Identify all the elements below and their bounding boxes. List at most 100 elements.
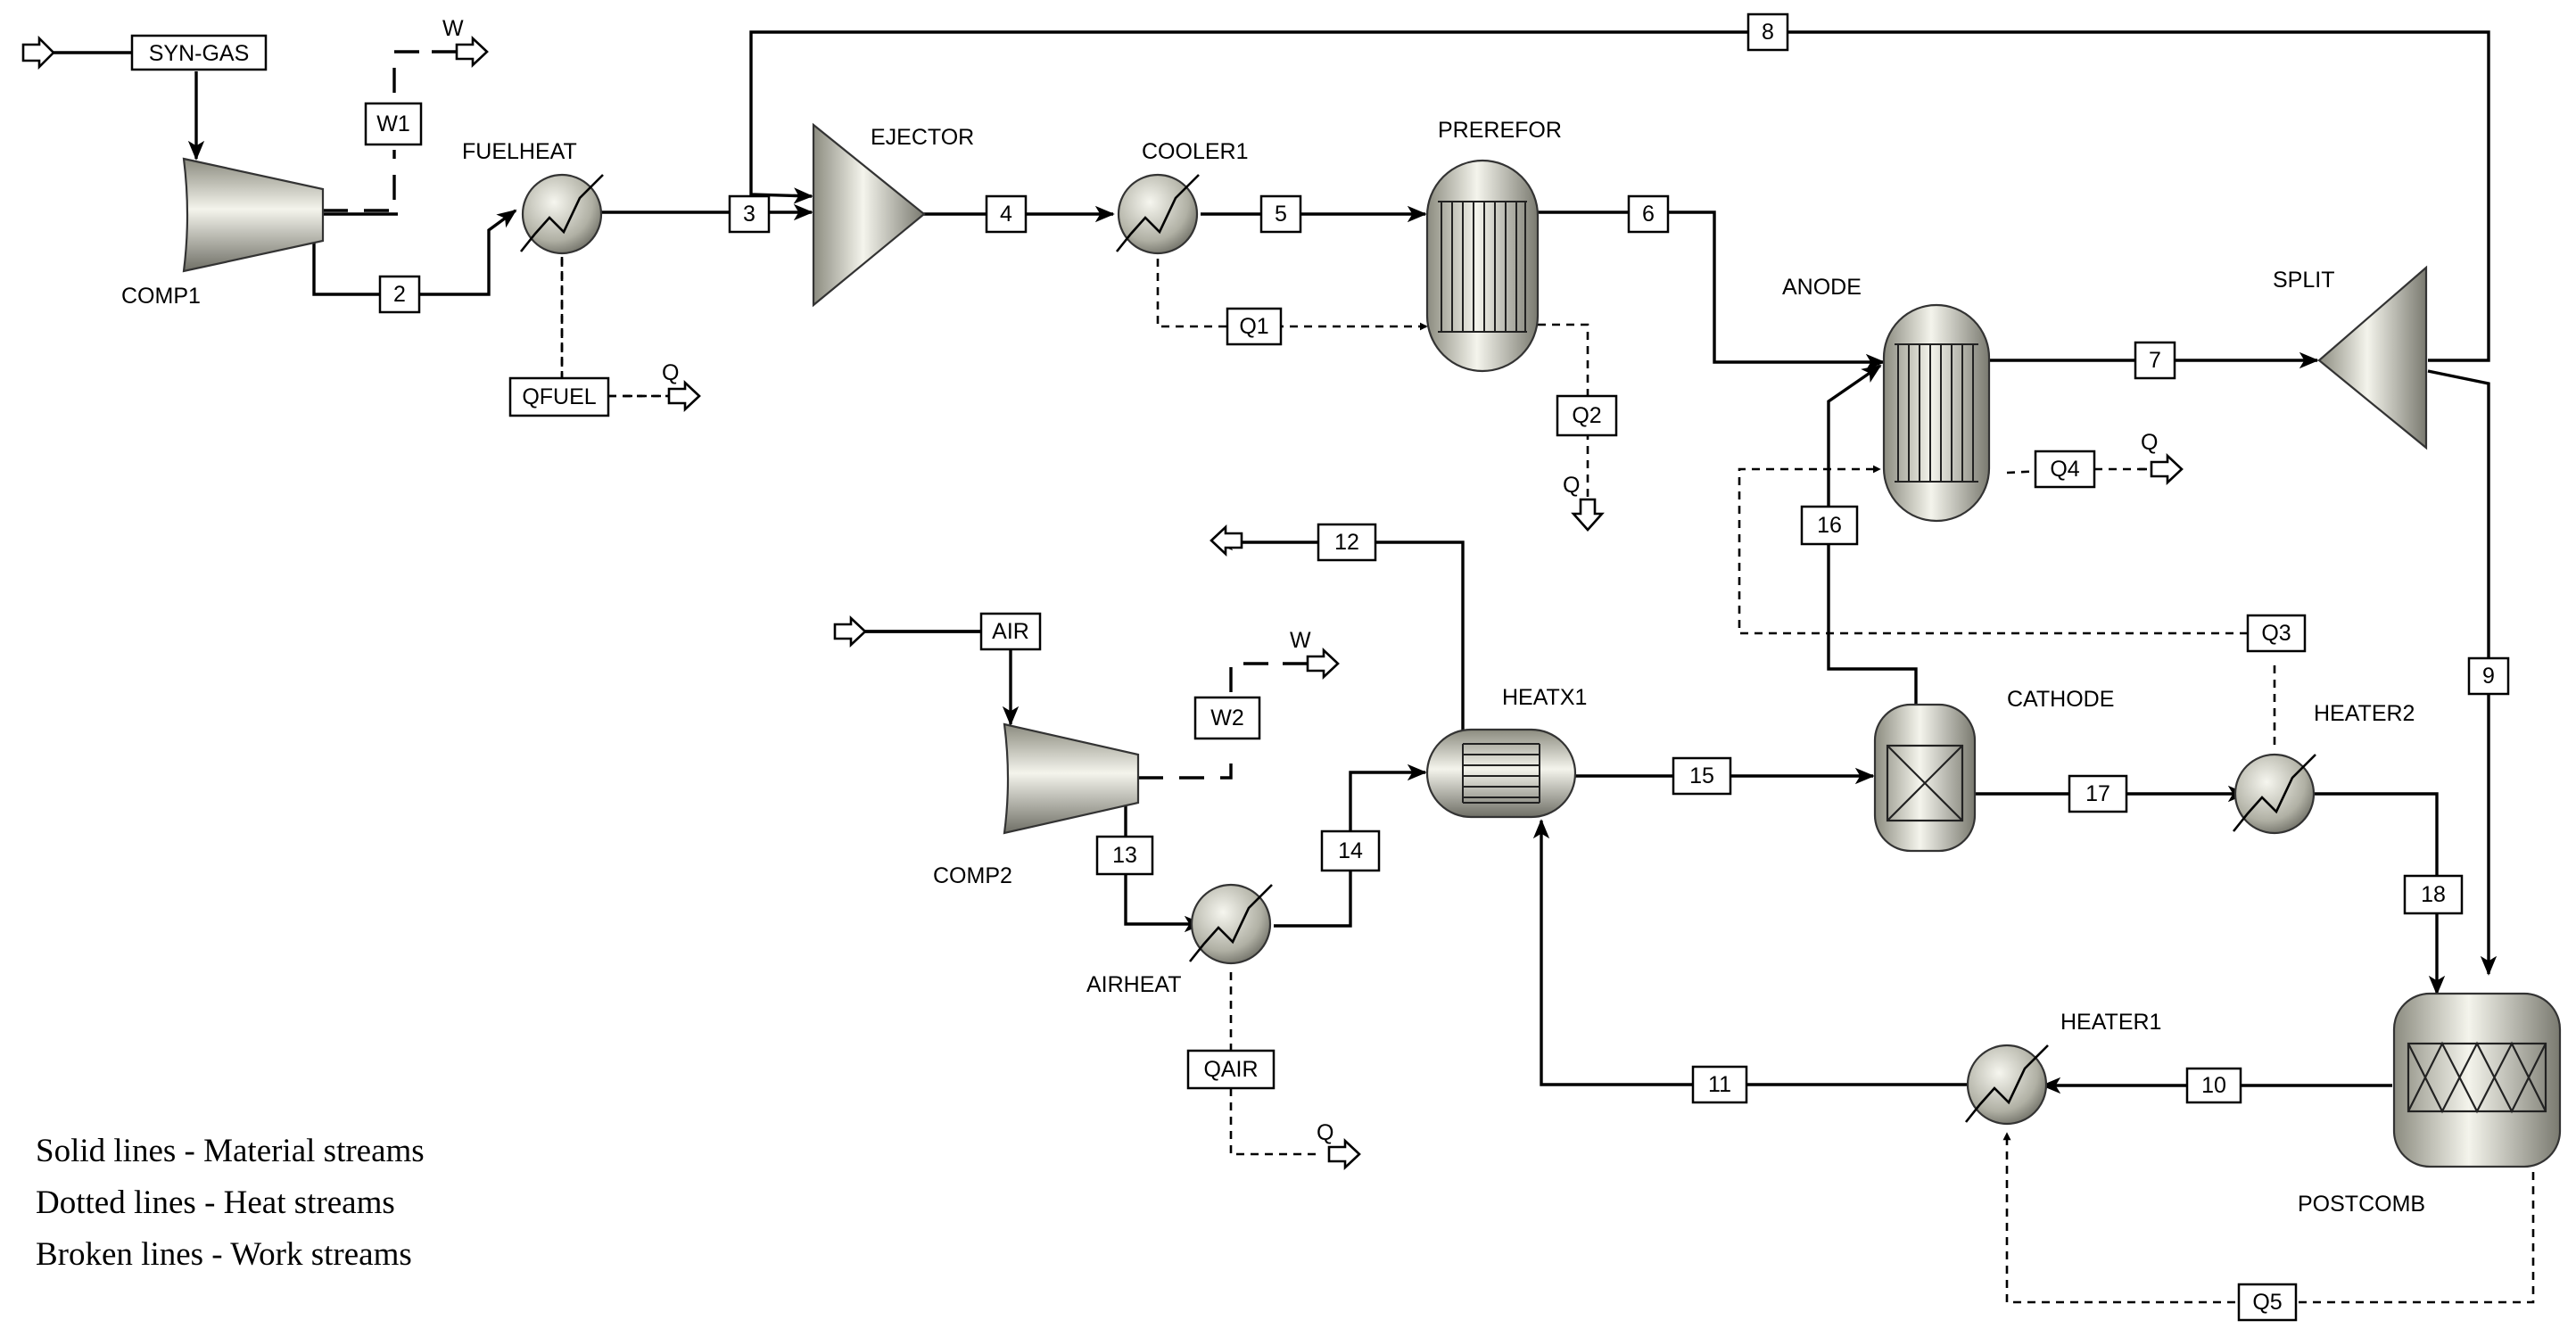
label-comp1: COMP1 [121,284,201,309]
stream-tag-15[interactable]: 15 [1672,756,1732,796]
airheat-heater[interactable] [1188,883,1273,965]
svg-text:QFUEL: QFUEL [522,384,596,409]
feed-box-air[interactable]: AIR [979,612,1042,651]
cathode-reactor[interactable] [1873,703,1977,853]
svg-text:17: 17 [2085,781,2110,806]
heat-tag-q5[interactable]: Q5 [2237,1283,2298,1322]
terminal-arrows [21,35,2184,1171]
stream-tag-6[interactable]: 6 [1627,194,1670,234]
syngas-inlet-arrow [21,35,55,70]
fuelheat-heater[interactable] [519,173,604,255]
label-cooler1: COOLER1 [1142,139,1248,164]
svg-text:SYN-GAS: SYN-GAS [149,41,250,66]
heat-tag-q3[interactable]: Q3 [2246,614,2307,653]
comp1-compressor[interactable] [182,157,325,273]
stream-tag-17[interactable]: 17 [2068,774,2128,813]
svg-text:QAIR: QAIR [1203,1057,1258,1082]
svg-text:Q2: Q2 [1572,403,1601,428]
heat-tag-q2[interactable]: Q2 [1556,394,1618,437]
w1-outlet-arrow [455,35,489,69]
svg-text:18: 18 [2421,882,2446,907]
svg-text:Q4: Q4 [2050,457,2079,482]
label-heater1: HEATER1 [2060,1010,2161,1035]
heatx1-exchanger[interactable] [1425,728,1577,819]
svg-text:10: 10 [2201,1073,2226,1098]
split-unit[interactable] [2317,265,2428,450]
svg-text:6: 6 [1642,202,1655,227]
svg-text:Q3: Q3 [2261,621,2291,646]
line-type-legend: Solid lines - Material streams Dotted li… [36,1126,425,1281]
feed-box-syngas[interactable]: SYN-GAS [130,34,268,71]
svg-text:AIR: AIR [992,619,1029,644]
stream-tag-16[interactable]: 16 [1800,505,1859,546]
svg-text:15: 15 [1689,763,1714,788]
work-tag-w1[interactable]: W1 [364,102,423,146]
stream-tag-10[interactable]: 10 [2185,1067,2242,1104]
legend-solid: Solid lines - Material streams [36,1133,425,1169]
svg-text:2: 2 [393,282,406,307]
stream-tag-8[interactable]: 8 [1746,12,1789,52]
label-ejector: EJECTOR [871,125,974,150]
svg-text:W2: W2 [1210,706,1244,730]
stream-tag-11[interactable]: 11 [1691,1065,1748,1104]
ejector-unit[interactable] [812,122,926,308]
qfuel-outlet-arrow [667,379,701,413]
outlet-label-w1: W [442,16,464,41]
work-tag-w2[interactable]: W2 [1193,696,1261,740]
stream-tag-18[interactable]: 18 [2403,874,2464,915]
label-heatx1: HEATX1 [1502,685,1587,710]
work-stream-lines [323,50,1283,780]
w2-outlet-arrow [1306,647,1340,681]
outlet-label-q4: Q [2141,430,2158,455]
air-inlet-arrow [833,615,867,648]
stream-tag-5[interactable]: 5 [1259,194,1302,234]
svg-text:Q1: Q1 [1239,314,1268,339]
svg-text:8: 8 [1762,20,1774,45]
anode-reactor[interactable] [1882,303,1991,523]
label-postcomb: POSTCOMB [2298,1192,2425,1217]
label-prerefor: PREREFOR [1438,118,1562,143]
heat-tag-qfuel[interactable]: QFUEL [508,376,610,417]
stream-tag-14[interactable]: 14 [1320,829,1381,872]
svg-text:9: 9 [2482,664,2495,689]
cooler1-heater[interactable] [1115,173,1200,255]
svg-text:5: 5 [1275,202,1287,227]
outlet-label-qfuel: Q [662,360,679,385]
stream-tag-7[interactable]: 7 [2134,341,2176,380]
svg-text:4: 4 [1000,202,1012,227]
heater2-heater[interactable] [2232,753,2316,835]
heat-tag-q1[interactable]: Q1 [1226,307,1283,346]
label-comp2: COMP2 [933,863,1012,888]
stream-tag-12[interactable]: 12 [1317,523,1377,562]
label-anode: ANODE [1782,275,1862,300]
stream-tag-9[interactable]: 9 [2467,656,2510,696]
svg-text:W1: W1 [376,111,410,136]
stream-tag-13[interactable]: 13 [1095,835,1154,876]
material-stream-lines [54,30,2498,1094]
heat-tag-qair[interactable]: QAIR [1186,1049,1276,1090]
svg-text:7: 7 [2149,348,2161,373]
svg-text:3: 3 [743,202,755,227]
outlet-label-q2: Q [1563,473,1580,498]
outlet-label-w2: W [1290,628,1311,653]
stream-tag-3[interactable]: 3 [728,194,771,234]
q2-outlet-arrow [1571,498,1605,532]
heat-tag-q4[interactable]: Q4 [2034,450,2096,489]
label-airheat: AIRHEAT [1086,972,1182,997]
postcomb-reactor[interactable] [2392,992,2562,1168]
qair-outlet-arrow [1327,1137,1361,1171]
legend-broken: Broken lines - Work streams [36,1236,412,1273]
svg-text:11: 11 [1708,1072,1731,1097]
label-heater2: HEATER2 [2314,701,2415,726]
label-cathode: CATHODE [2007,687,2114,712]
svg-text:13: 13 [1112,843,1137,868]
prerefor-reactor[interactable] [1425,159,1540,373]
stream-tag-4[interactable]: 4 [985,194,1028,234]
label-split: SPLIT [2273,268,2334,293]
legend-dotted: Dotted lines - Heat streams [36,1184,395,1221]
heater1-heater[interactable] [1964,1044,2049,1126]
stream-tag-2[interactable]: 2 [378,275,421,314]
comp2-compressor[interactable] [1003,722,1140,835]
svg-text:16: 16 [1817,513,1842,538]
